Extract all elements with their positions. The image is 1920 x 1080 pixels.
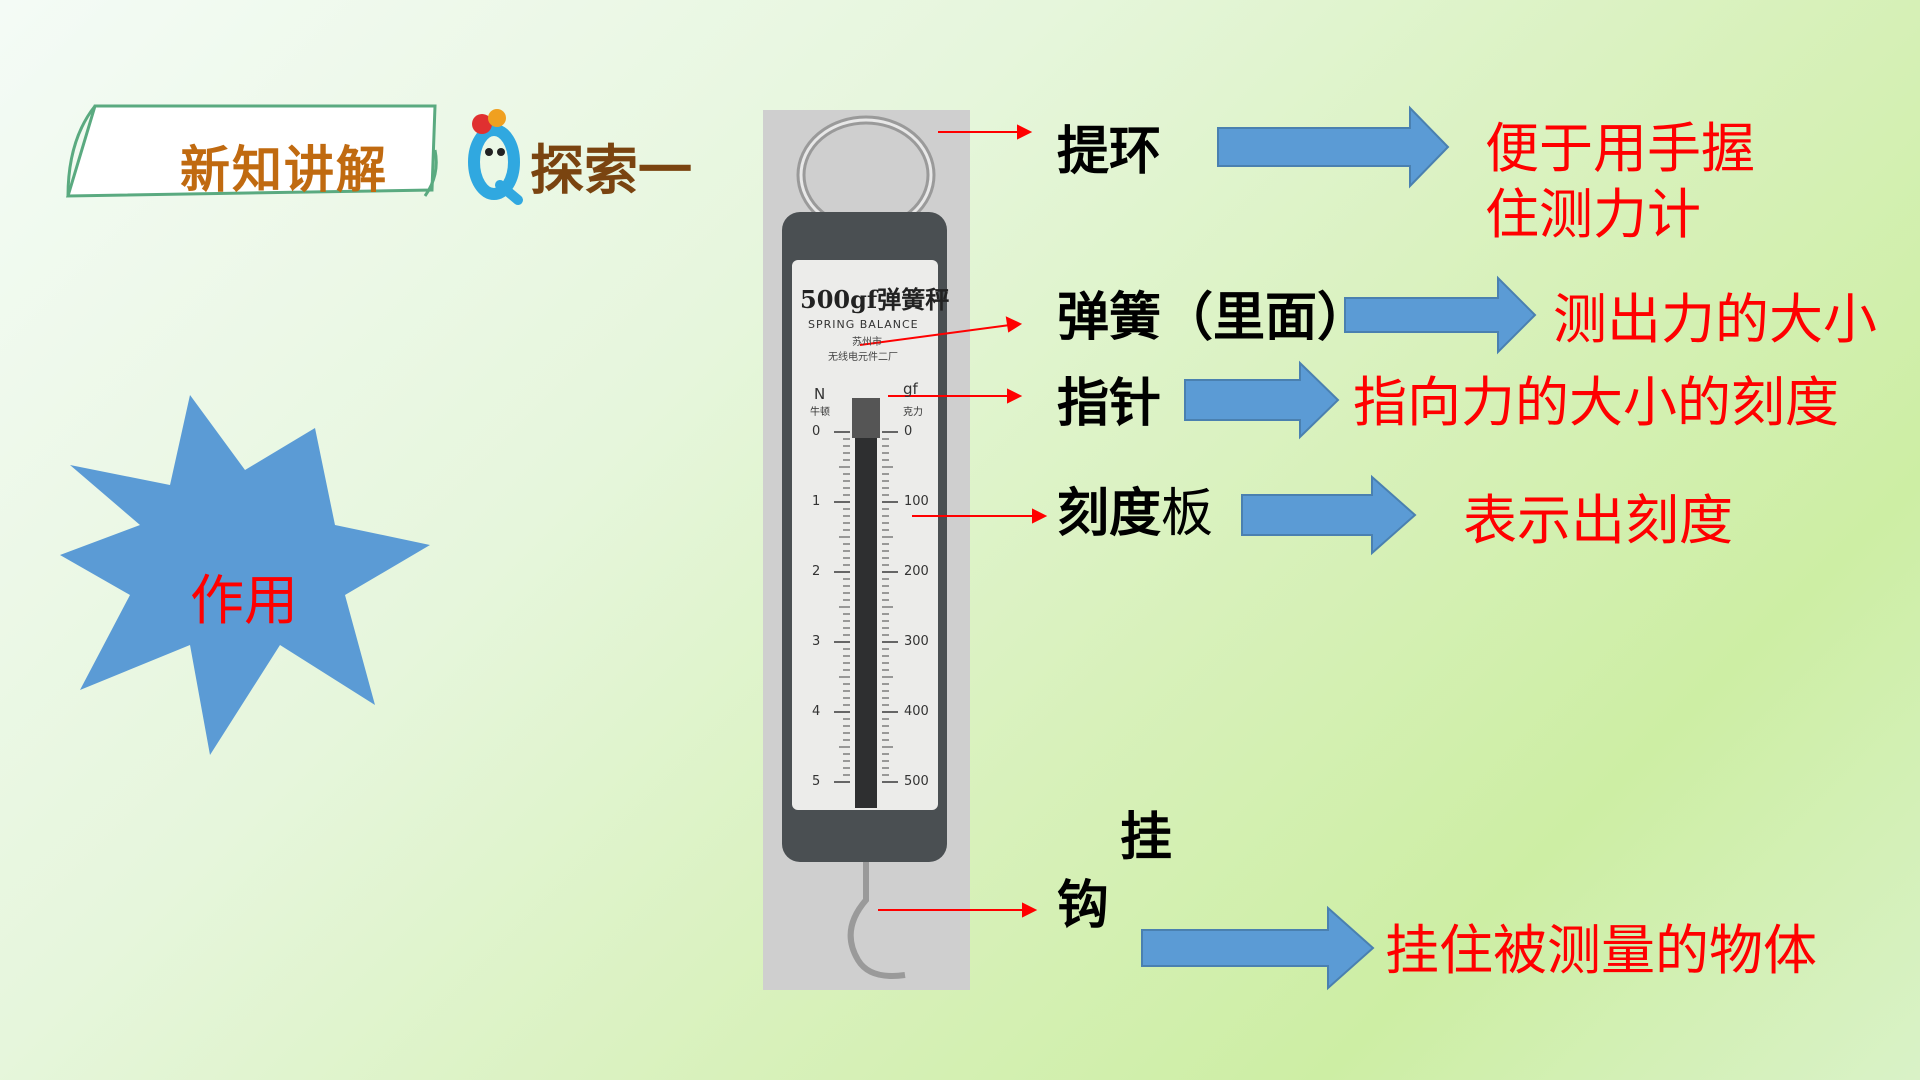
instrument-maker-1: 苏州市 — [852, 337, 882, 348]
function-pointer: 指向力的大小的刻度 — [1353, 371, 1839, 434]
scale-left-number: 3 — [812, 634, 821, 649]
scale-right-number: 400 — [904, 704, 929, 719]
arrow-pointer — [1184, 360, 1340, 440]
function-spring: 测出力的大小 — [1553, 288, 1877, 351]
arrow-scale — [1241, 474, 1417, 556]
section-title: 探索一 — [530, 139, 692, 202]
unit-left: N — [814, 385, 826, 403]
instrument-subtitle: SPRING BALANCE — [808, 318, 919, 331]
label-hook-1: 挂 — [1120, 808, 1173, 868]
q-mascot-icon — [468, 109, 523, 205]
scale-right-number: 500 — [904, 774, 929, 789]
label-pointer: 指针 — [1057, 374, 1162, 434]
scale-right-number: 300 — [904, 634, 929, 649]
arrow-ring — [1217, 105, 1450, 189]
star-label: 作用 — [190, 569, 298, 632]
spring-balance-image — [763, 110, 970, 990]
scale-left-number: 5 — [812, 774, 821, 789]
scale-left-number: 2 — [812, 564, 821, 579]
scale-right-number: 200 — [904, 564, 929, 579]
function-ring-line-1: 便于用手握 — [1485, 117, 1755, 180]
label-spring: 弹簧（里面） — [1057, 288, 1370, 348]
blue-arrows — [1141, 105, 1537, 991]
scale-right-number: 0 — [904, 424, 913, 439]
function-scale: 表示出刻度 — [1463, 489, 1733, 552]
arrow-spring — [1344, 275, 1537, 355]
header-tab — [65, 104, 438, 198]
scale-left-number: 4 — [812, 704, 821, 719]
label-scale-bold: 刻度 — [1057, 484, 1162, 544]
unit-left-cn: 牛顿 — [810, 407, 830, 418]
header-title: 新知讲解 — [180, 141, 388, 199]
label-scale: 刻度板 — [1057, 488, 1213, 540]
arrow-hook — [1141, 905, 1375, 991]
scale-right-number: 100 — [904, 494, 929, 509]
function-ring-line-2: 住测力计 — [1485, 182, 1701, 246]
function-hook: 挂住被测量的物体 — [1385, 919, 1817, 982]
label-hook-2: 钩 — [1057, 876, 1110, 936]
function-ring: 便于用手握 住测力计 — [1485, 116, 1755, 248]
unit-right: gf — [903, 380, 918, 398]
scale-ticks — [834, 431, 898, 783]
instrument-maker-2: 无线电元件二厂 — [828, 352, 898, 363]
instrument-brand: 500gf弹簧秤 — [800, 285, 950, 314]
star-burst — [60, 395, 430, 755]
scale-left-number: 1 — [812, 494, 821, 509]
label-ring: 提环 — [1057, 122, 1162, 182]
scale-left-number: 0 — [812, 424, 821, 439]
label-scale-light: 板 — [1161, 484, 1214, 544]
unit-right-cn: 克力 — [903, 407, 923, 418]
pointer-lines — [859, 124, 1048, 918]
